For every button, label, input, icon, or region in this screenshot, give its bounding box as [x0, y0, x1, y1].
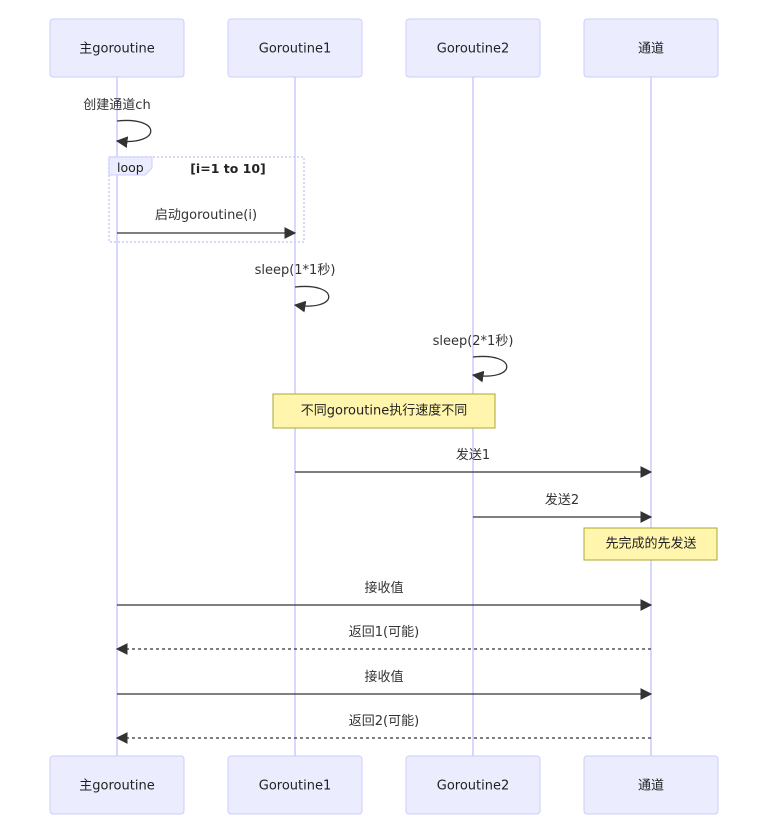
actor-channel-bottom: 通道: [583, 755, 719, 815]
self-message-arrow: [293, 285, 330, 313]
message-label: 接收值: [364, 669, 403, 685]
self-message-arrow: [115, 119, 152, 148]
actor-goroutine1-bottom: Goroutine1: [227, 755, 363, 815]
actor-label: 主goroutine: [79, 779, 154, 794]
message-label: 发送1: [456, 447, 490, 463]
loop-keyword: loop: [117, 160, 144, 175]
actor-channel-top: 通道: [583, 18, 719, 78]
actor-label: 主goroutine: [79, 42, 154, 57]
message-label: 发送2: [545, 492, 579, 508]
message-label: 启动goroutine(i): [155, 208, 257, 223]
actor-goroutine1-top: Goroutine1: [227, 18, 363, 78]
note-text: 不同goroutine执行速度不同: [301, 403, 467, 419]
self-message-arrow: [471, 355, 508, 383]
actor-label: 通道: [638, 779, 664, 794]
self-message-label: sleep(2*1秒): [433, 334, 514, 349]
actor-label: Goroutine1: [259, 779, 332, 794]
actor-label: 通道: [638, 42, 664, 57]
actor-main-top: 主goroutine: [49, 18, 185, 78]
note-first-sends: 先完成的先发送: [583, 527, 718, 561]
self-message-label: 创建通道ch: [83, 98, 150, 113]
note-speed: 不同goroutine执行速度不同: [272, 393, 496, 429]
self-message-label: sleep(1*1秒): [255, 263, 336, 278]
actor-goroutine2-bottom: Goroutine2: [405, 755, 541, 815]
actor-label: Goroutine2: [437, 779, 510, 794]
actor-main-bottom: 主goroutine: [49, 755, 185, 815]
actor-goroutine2-top: Goroutine2: [405, 18, 541, 78]
loop-condition: [i=1 to 10]: [190, 161, 266, 176]
message-label: 接收值: [364, 580, 403, 596]
note-text: 先完成的先发送: [605, 536, 696, 552]
actor-label: Goroutine1: [259, 42, 332, 57]
message-label: 返回1(可能): [349, 625, 419, 640]
actor-label: Goroutine2: [437, 42, 510, 57]
loop-frame: loop [i=1 to 10]: [108, 156, 305, 243]
message-label: 返回2(可能): [349, 714, 419, 729]
